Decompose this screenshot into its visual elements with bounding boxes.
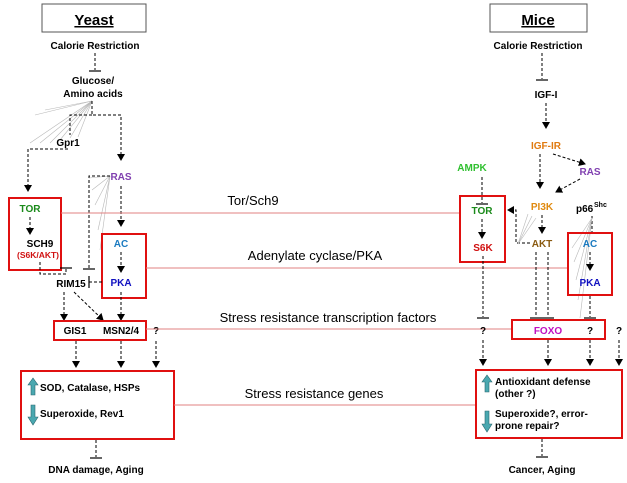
tf-link-label: Stress resistance transcription factors	[220, 310, 437, 325]
mice-genes-box	[475, 369, 623, 439]
up-arrow-icon	[27, 377, 39, 396]
yeast-tf-box	[53, 320, 147, 341]
mice-foxo: FOXO	[534, 326, 563, 337]
yeast-tor-sch9-box	[8, 197, 62, 271]
mice-ampk: AMPK	[457, 163, 487, 174]
mice-igf1r: IGF-IR	[531, 141, 562, 152]
yeast-sch9-sub: (S6K/AKT)	[17, 250, 59, 260]
yeast-glucose-to-gpr1-line	[69, 114, 92, 135]
mice-extra-question: ?	[616, 326, 622, 337]
mice-ac: AC	[583, 239, 597, 250]
yeast-ras: RAS	[110, 172, 131, 183]
yeast-gpr1-to-tor-arrow	[24, 148, 68, 192]
yeast-sch9: SCH9	[27, 239, 54, 250]
yeast-calorie-restriction: Calorie Restriction	[51, 41, 140, 52]
yeast-gis1: GIS1	[64, 326, 87, 337]
mice-s6k-target-question: ?	[480, 326, 486, 337]
yeast-outcome: DNA damage, Aging	[48, 465, 143, 476]
mice-akt-fan	[517, 213, 537, 245]
mice-ac-pka-box	[567, 232, 613, 296]
yeast-sod: SOD, Catalase, HSPs	[40, 383, 140, 394]
mice-ras: RAS	[579, 167, 600, 178]
yeast-glucose: Glucose/	[72, 76, 114, 87]
yeast-ac-pka-box	[101, 233, 147, 299]
yeast-header-box	[41, 3, 147, 33]
mice-antioxidant: Antioxidant defense	[495, 377, 591, 388]
yeast-glucose-to-ras-arrow	[91, 101, 125, 161]
mice-s6k: S6K	[473, 243, 493, 254]
yeast-pka: PKA	[110, 278, 131, 289]
yeast-glucose-fan	[29, 100, 93, 144]
mice-calorie-restriction: Calorie Restriction	[494, 41, 583, 52]
yeast-superoxide: Superoxide, Rev1	[40, 409, 124, 420]
mice-tor: TOR	[472, 206, 494, 217]
mice-p66-sup: Shc	[594, 202, 607, 209]
yeast-ras-to-rim15-inhibit	[88, 175, 110, 268]
mice-pi3k: PI3K	[531, 202, 554, 213]
yeast-amino-acids: Amino acids	[63, 89, 123, 100]
genes-link-label: Stress resistance genes	[245, 386, 384, 401]
down-arrow-icon	[481, 410, 493, 433]
yeast-ras-fan	[88, 175, 111, 251]
down-arrow-icon	[27, 404, 39, 426]
mice-pka: PKA	[579, 278, 600, 289]
mice-p66: p66	[576, 204, 594, 215]
yeast-tor: TOR	[20, 204, 42, 215]
mice-igf1: IGF-I	[535, 90, 558, 101]
yeast-genes-box	[20, 370, 175, 440]
yeast-header: Yeast	[74, 12, 113, 29]
mice-superoxide: Superoxide?, error-	[495, 409, 588, 420]
mice-outcome: Cancer, Aging	[509, 465, 576, 476]
mice-akt-to-tor-arrow	[507, 206, 530, 244]
mice-error-prone: prone repair?	[495, 421, 559, 432]
mice-antioxidant-other: (other ?)	[495, 389, 536, 400]
tor-link-label: Tor/Sch9	[227, 193, 278, 208]
yeast-gpr1: Gpr1	[56, 138, 80, 149]
mice-ras-to-pi3k-arrow	[555, 178, 581, 193]
yeast-sch9-to-rim15-inhibit	[39, 262, 67, 275]
mice-header: Mice	[521, 12, 554, 29]
yeast-msn: MSN2/4	[103, 326, 140, 337]
yeast-rim15: RIM15	[56, 279, 86, 290]
up-arrow-icon	[481, 374, 493, 393]
yeast-rim15-to-msn-arrow	[73, 291, 104, 321]
ac-link-label: Adenylate cyclase/PKA	[248, 248, 383, 263]
mice-tf-question: ?	[587, 326, 593, 337]
yeast-tf-question: ?	[153, 326, 159, 337]
mice-akt: AKT	[532, 239, 553, 250]
yeast-ac: AC	[114, 239, 128, 250]
mice-igf1r-to-ras-arrow	[552, 153, 586, 167]
mice-tf-box	[511, 319, 606, 340]
mice-header-box	[489, 3, 588, 33]
